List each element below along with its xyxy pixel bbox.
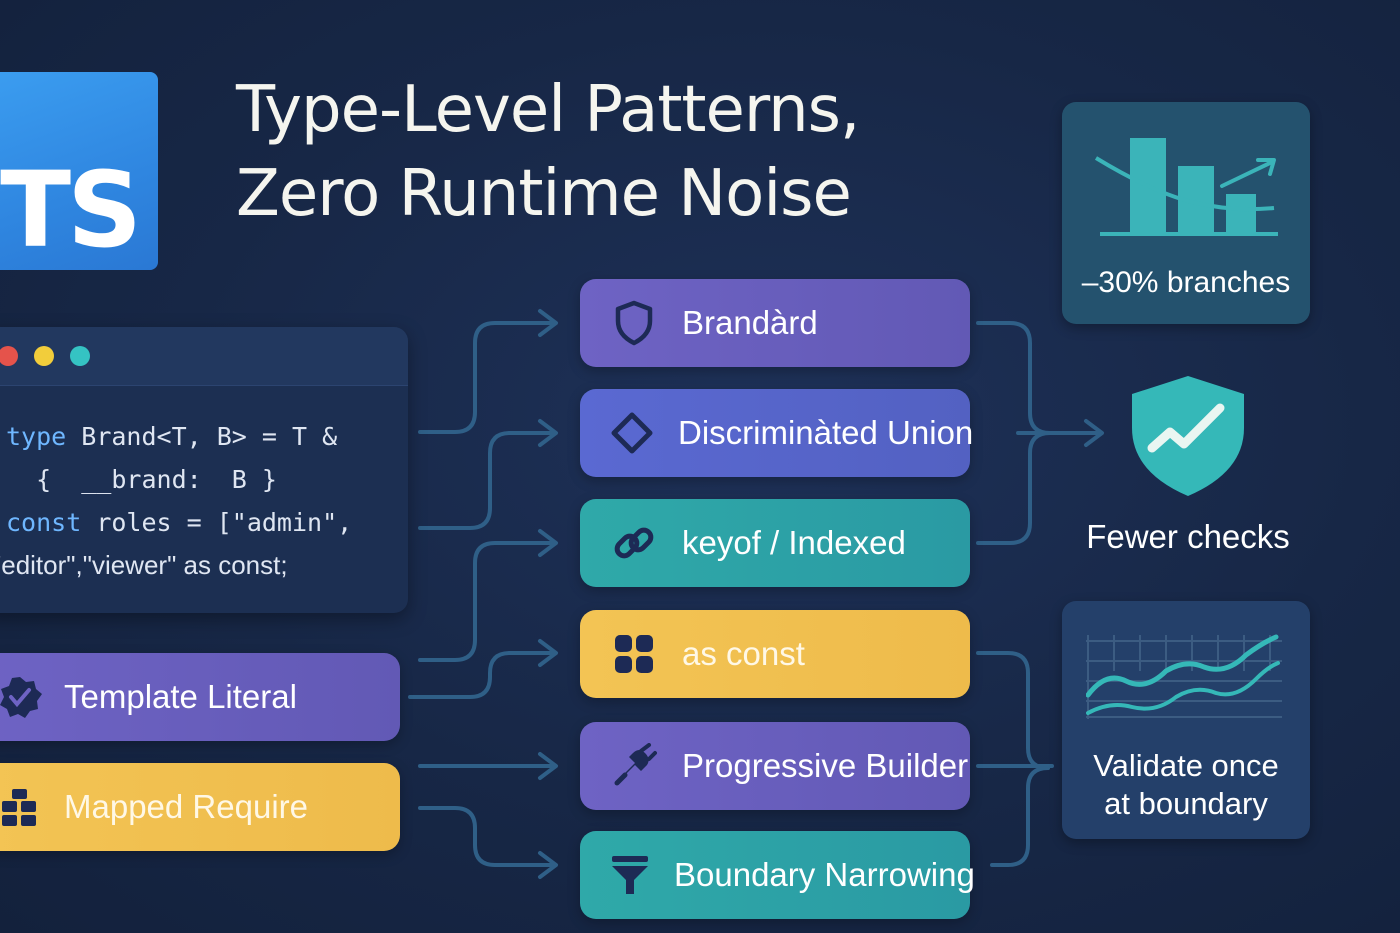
fewer-checks-label: Fewer checks — [1086, 518, 1290, 555]
connector-code-union — [418, 431, 554, 530]
maximize-dot-icon — [70, 346, 90, 366]
validate-card: Validate once at boundary — [1062, 601, 1310, 839]
grid-icon — [608, 628, 660, 680]
plug-icon — [608, 740, 660, 792]
title-line-1: Type-Level Patterns, — [236, 73, 860, 147]
validate-label: Validate once at boundary — [1062, 747, 1310, 823]
arrowhead-keyof — [538, 529, 558, 557]
connector-narrowing-validate — [990, 766, 1050, 867]
pattern-boundary-narrowing: Boundary Narrowing — [580, 831, 975, 919]
code-window: type Brand<T, B> = T & { __brand: B } con… — [0, 327, 408, 613]
validate-label-line-2: at boundary — [1104, 786, 1268, 821]
pattern-as-const: as const — [580, 610, 970, 698]
pattern-label: Boundary Narrowing — [674, 856, 975, 893]
connector-mapped-narrowing — [418, 806, 554, 867]
connector-code-brand — [418, 321, 554, 434]
pattern-label: as const — [682, 635, 805, 672]
blocks-icon — [0, 781, 46, 833]
pattern-template-literal: Template Literal — [0, 653, 400, 741]
arrowhead-shield — [1084, 419, 1104, 447]
arrowhead-builder — [538, 752, 558, 780]
connector-brand-shield — [976, 321, 1052, 435]
code-snippet: type Brand<T, B> = T & { __brand: B } con… — [0, 415, 353, 587]
page-title: Type-Level Patterns, Zero Runtime Noise — [236, 68, 996, 236]
branches-stat-label: –30% branches — [1081, 266, 1291, 299]
connector-template-asconst — [408, 651, 554, 699]
code-window-titlebar — [0, 327, 408, 386]
title-line-2: Zero Runtime Noise — [236, 157, 852, 231]
arrowhead-brand — [538, 309, 558, 337]
validate-label-line-1: Validate once — [1093, 748, 1279, 783]
logo-text: TS — [0, 149, 142, 271]
shield-icon — [608, 297, 660, 349]
branches-stat-card: –30% branches — [1062, 102, 1310, 324]
badge-check-icon — [0, 671, 46, 723]
close-dot-icon — [0, 346, 18, 366]
diamond-icon — [608, 407, 656, 459]
pattern-keyof-indexed: keyof / Indexed — [580, 499, 970, 587]
connector-asconst-validate — [976, 651, 1050, 770]
pattern-label: Discriminàted Union — [678, 414, 974, 451]
pattern-progressive-builder: Progressive Builder — [580, 722, 970, 810]
code-line: { __brand: B } — [6, 465, 277, 494]
code-line: "editor","viewer" as const; — [0, 550, 288, 580]
pattern-label: Progressive Builder — [682, 747, 969, 784]
typescript-logo: TS — [0, 72, 158, 270]
pattern-branded: Brandàrd — [580, 279, 970, 367]
pattern-label: Mapped Require — [64, 788, 308, 825]
pattern-label: Template Literal — [64, 678, 297, 715]
bar-trend-icon — [1094, 138, 1278, 236]
minimize-dot-icon — [34, 346, 54, 366]
arrowhead-union — [538, 419, 558, 447]
pattern-discriminated-union: Discriminàted Union — [580, 389, 974, 477]
pattern-label: Brandàrd — [682, 304, 818, 341]
connector-code-keyof — [418, 541, 554, 662]
line-chart-icon — [1086, 634, 1282, 719]
pattern-label: keyof / Indexed — [682, 524, 906, 561]
funnel-icon — [608, 849, 652, 901]
arrowhead-narrowing — [538, 851, 558, 879]
pattern-mapped-require: Mapped Require — [0, 763, 400, 851]
shield-check-icon — [1126, 372, 1250, 500]
arrowhead-asconst — [538, 639, 558, 667]
code-line: type Brand<T, B> = T & — [6, 422, 338, 451]
connector-keyof-shield — [976, 431, 1052, 545]
link-icon — [608, 517, 660, 569]
code-line: const roles = ["admin", — [6, 508, 353, 537]
